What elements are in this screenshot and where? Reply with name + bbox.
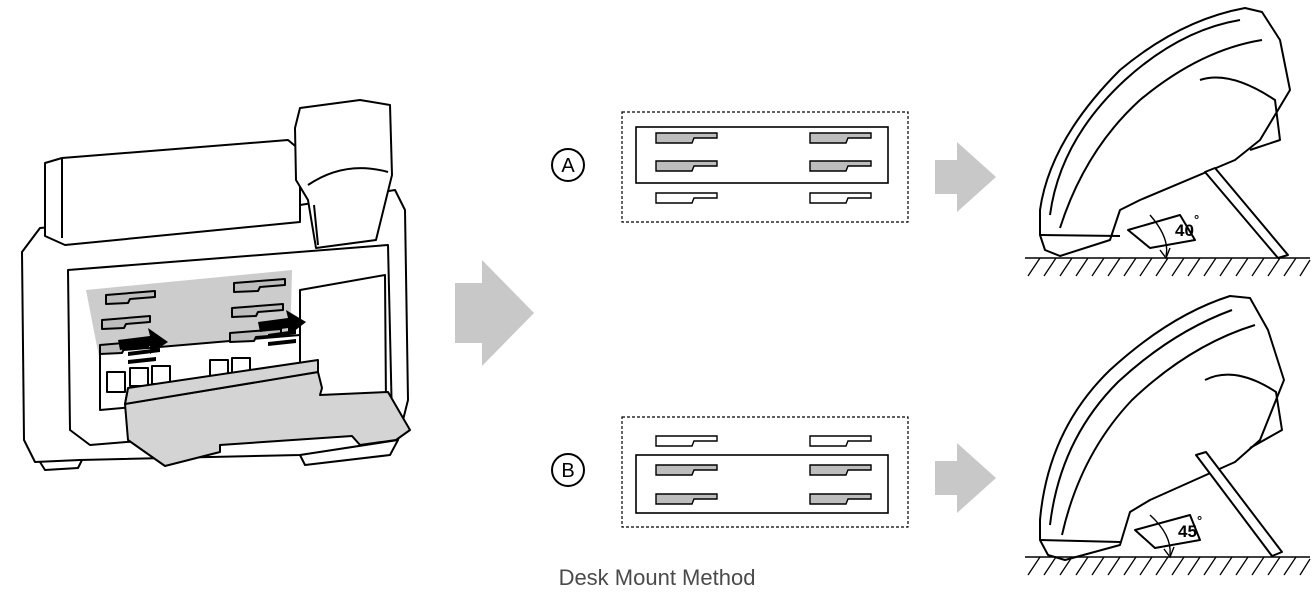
option-b-arrow-icon — [935, 443, 996, 513]
angle-label-a: 40 — [1175, 221, 1194, 240]
angle-label-b: 45 — [1178, 522, 1197, 541]
option-a-marker-circle — [551, 148, 585, 182]
angle-arrowhead-b — [1163, 546, 1175, 559]
option-a-arrow-icon — [935, 142, 996, 212]
ground-hatching-b — [1025, 556, 1311, 576]
option-b-marker-circle — [551, 453, 585, 487]
angle-arc-a — [1149, 214, 1168, 257]
option-a-group: A — [551, 7, 1311, 277]
insert-arrow-icon — [118, 310, 306, 364]
diagram-caption: Desk Mount Method — [558, 565, 756, 590]
degree-symbol-a: ° — [1194, 212, 1199, 227]
phone-back-illustration — [21, 99, 411, 471]
phone-side-view-45 — [1039, 295, 1285, 561]
ground-hatching-a — [1025, 257, 1311, 277]
option-b-group: B — [551, 295, 1311, 576]
angle-arc-b — [1149, 514, 1171, 556]
flow-arrow-icon — [455, 260, 534, 366]
option-a-marker: A — [561, 155, 575, 177]
option-b-marker: B — [561, 460, 574, 482]
degree-symbol-b: ° — [1197, 513, 1202, 528]
angle-arrowhead-a — [1159, 247, 1171, 260]
phone-side-view-40 — [1039, 7, 1291, 259]
